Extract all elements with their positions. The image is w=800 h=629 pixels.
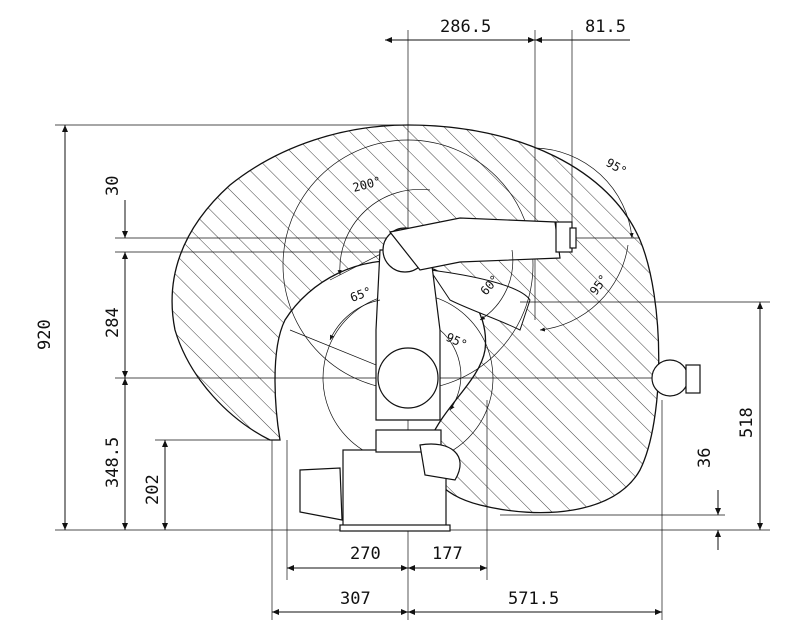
robot-upper-arm: [388, 217, 561, 271]
inner-cutout: [428, 269, 531, 331]
dim-height-total: 920: [35, 319, 55, 350]
robot-shoulder-joint: [377, 347, 439, 409]
dim-right-small: 36: [695, 448, 715, 468]
dim-right-height: 518: [737, 407, 757, 438]
dim-bottom-right-inner: 177: [432, 544, 463, 564]
robot-cable-box: [299, 467, 343, 521]
dim-base-height: 202: [143, 474, 163, 505]
dim-upper-offset: 30: [103, 176, 123, 196]
robot-base-plate: [339, 524, 451, 532]
robot-wrist-alt: [651, 359, 689, 397]
dim-bottom-left-inner: 270: [350, 544, 381, 564]
arc-200: [337, 189, 431, 276]
arc-65: [329, 299, 381, 341]
dim-bottom-left-outer: 307: [340, 589, 371, 609]
dim-bottom-right-outer: 571.5: [508, 589, 559, 609]
dim-top-left: 286.5: [440, 17, 491, 37]
arc-60: [479, 249, 514, 321]
dim-mid-height: 284: [103, 307, 123, 338]
robot-flange: [569, 227, 577, 249]
dim-top-right: 81.5: [585, 17, 626, 37]
angle-65: 65°: [348, 284, 373, 305]
robot-wrist-lower: [419, 443, 461, 481]
angle-95-low: 95°: [444, 330, 470, 352]
robot-wrist-alt-flange: [685, 364, 701, 394]
arc-95-low: [439, 329, 462, 411]
arc-95-top: [534, 147, 634, 239]
arc-95-right: [539, 244, 629, 332]
angle-95-top: 95°: [604, 155, 630, 178]
dim-lower-height: 348.5: [103, 437, 123, 488]
robot-arm: [299, 217, 701, 532]
